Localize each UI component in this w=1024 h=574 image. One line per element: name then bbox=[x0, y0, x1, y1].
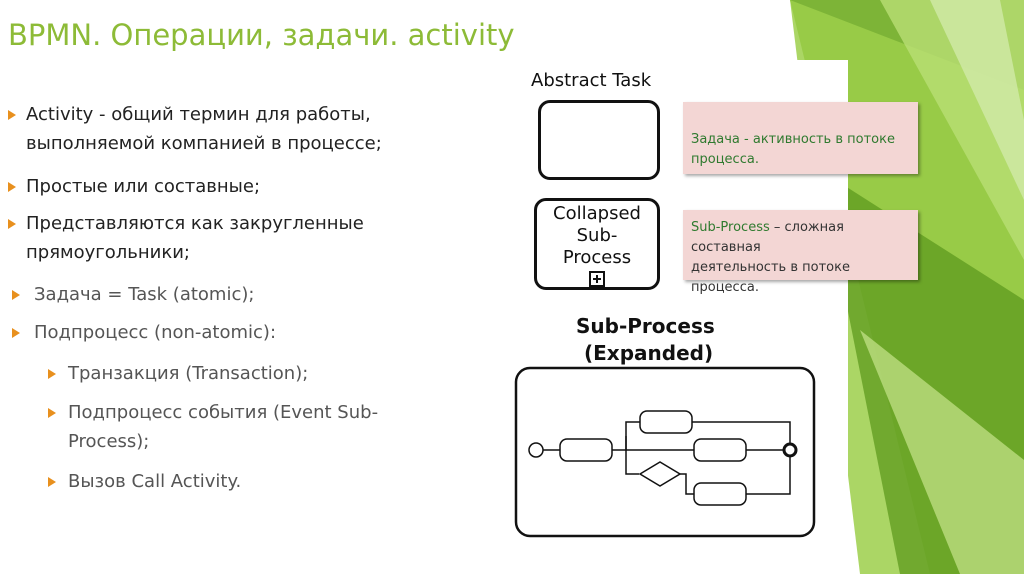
bullet-text: Представляются как закругленные прямоуго… bbox=[26, 213, 364, 263]
bullet-item: Activity - общий термин для работы, выпо… bbox=[26, 100, 382, 158]
bullet-text: Подпроцесс (non-atomic): bbox=[34, 322, 277, 343]
subprocess-note-term: Sub-Process bbox=[691, 220, 770, 235]
subprocess-note: Sub-Process – сложная составная деятельн… bbox=[683, 210, 918, 295]
bullet-text: Задача = Task (atomic); bbox=[34, 284, 255, 305]
collapsed-subprocess-shape: Collapsed Sub- Process bbox=[534, 198, 660, 290]
bullet-arrow-icon bbox=[12, 328, 20, 338]
bullet-arrow-icon bbox=[48, 408, 56, 418]
bullet-text: Activity - общий термин для работы, выпо… bbox=[26, 104, 382, 154]
bullet-item: Вызов Call Activity. bbox=[68, 467, 241, 496]
expanded-title-line2: (Expanded) bbox=[584, 341, 714, 365]
task-note-text: Задача - активность в потоке процесса. bbox=[691, 132, 895, 167]
subprocess-note-text: – сложная составная деятельность в поток… bbox=[691, 220, 850, 295]
bullet-text: Вызов Call Activity. bbox=[68, 471, 242, 492]
abstract-task-label: Abstract Task bbox=[531, 70, 652, 91]
abstract-task-shape bbox=[538, 100, 660, 180]
bullet-text: Подпроцесс события (Event Sub- Process); bbox=[68, 402, 379, 452]
expanded-subprocess-diagram bbox=[514, 366, 816, 538]
bullet-arrow-icon bbox=[8, 182, 16, 192]
page-title: BPMN. Операции, задачи. activity bbox=[8, 18, 515, 52]
upper-task bbox=[639, 410, 693, 434]
end-event bbox=[782, 442, 798, 458]
bullet-item: Транзакция (Transaction); bbox=[68, 359, 308, 388]
bullet-text: Транзакция (Transaction); bbox=[68, 363, 309, 384]
middle-task bbox=[693, 438, 747, 462]
bullet-arrow-icon bbox=[48, 477, 56, 487]
bullet-item: Подпроцесс (non-atomic): bbox=[34, 318, 276, 347]
task-note: Задача - активность в потоке процесса. bbox=[683, 102, 918, 174]
start-event bbox=[528, 442, 544, 458]
expanded-title-line1: Sub-Process bbox=[576, 314, 715, 338]
expand-marker-icon bbox=[589, 271, 605, 287]
bullet-item: Представляются как закругленные прямоуго… bbox=[26, 209, 364, 267]
bullet-arrow-icon bbox=[8, 219, 16, 229]
collapsed-subprocess-label: Collapsed Sub- Process bbox=[553, 203, 641, 268]
lower-task bbox=[693, 482, 747, 506]
first-task bbox=[559, 438, 613, 462]
bullet-arrow-icon bbox=[8, 110, 16, 120]
bullet-item: Подпроцесс события (Event Sub- Process); bbox=[68, 398, 378, 456]
bullet-item: Задача = Task (atomic); bbox=[34, 280, 254, 309]
bullet-arrow-icon bbox=[48, 369, 56, 379]
bullet-arrow-icon bbox=[12, 290, 20, 300]
bullet-text: Простые или составные; bbox=[26, 176, 261, 197]
bullet-item: Простые или составные; bbox=[26, 172, 260, 201]
